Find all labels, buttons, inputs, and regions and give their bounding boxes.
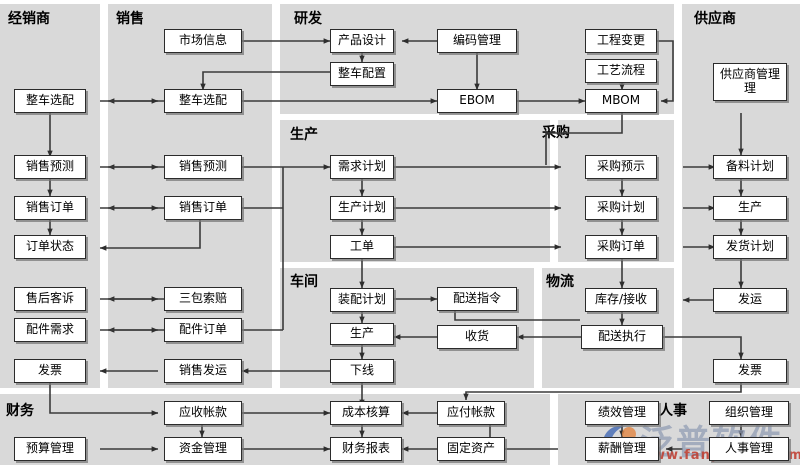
node-supplier-management[interactable]: 供应商管理理 (713, 63, 787, 101)
node-production-workshop[interactable]: 生产 (330, 323, 394, 345)
node-budget-management[interactable]: 预算管理 (14, 437, 86, 461)
node-engineering-change[interactable]: 工程变更 (585, 29, 657, 53)
node-market-info[interactable]: 市场信息 (164, 29, 242, 53)
node-cost-accounting[interactable]: 成本核算 (330, 401, 402, 425)
node-inventory-receiving[interactable]: 库存/接收 (585, 288, 657, 312)
node-vehicle-config-sales[interactable]: 整车选配 (164, 89, 242, 113)
lane-title-logistics: 物流 (546, 274, 574, 290)
node-fund-management[interactable]: 资金管理 (164, 437, 242, 461)
lane-title-purchase: 采购 (542, 125, 570, 141)
node-work-order[interactable]: 工单 (330, 235, 394, 259)
node-vehicle-configuration[interactable]: 整车配置 (330, 62, 394, 86)
node-invoice-supplier[interactable]: 发票 (713, 359, 787, 383)
node-accounts-payable[interactable]: 应付帐款 (437, 401, 505, 425)
node-demand-plan[interactable]: 需求计划 (330, 155, 394, 179)
node-material-prep-plan[interactable]: 备料计划 (713, 155, 787, 179)
node-parts-order[interactable]: 配件订单 (164, 318, 242, 342)
node-assembly-plan[interactable]: 装配计划 (330, 288, 394, 312)
node-production-plan[interactable]: 生产计划 (330, 196, 394, 220)
node-order-status[interactable]: 订单状态 (14, 235, 86, 259)
node-sales-forecast-sales[interactable]: 销售预测 (164, 155, 242, 179)
lane-title-rd: 研发 (294, 11, 322, 27)
node-goods-receipt[interactable]: 收货 (437, 325, 517, 349)
node-parts-demand[interactable]: 配件需求 (14, 318, 86, 342)
node-process-route[interactable]: 工艺流程 (585, 59, 657, 83)
node-sales-order-dealer[interactable]: 销售订单 (14, 196, 86, 220)
node-code-management[interactable]: 编码管理 (437, 29, 517, 53)
lane-title-finance: 财务 (6, 403, 34, 419)
lane-title-workshop: 车间 (290, 274, 318, 290)
node-delivery-execution[interactable]: 配送执行 (581, 325, 663, 349)
node-performance-management[interactable]: 绩效管理 (585, 401, 659, 425)
node-dispatch[interactable]: 发运 (713, 288, 787, 312)
lane-title-hr: 人事 (659, 403, 687, 419)
lane-title-dealer: 经销商 (8, 11, 50, 27)
node-purchase-forecast[interactable]: 采购预示 (585, 155, 657, 179)
node-delivery-instruction[interactable]: 配送指令 (437, 287, 517, 311)
node-org-management[interactable]: 组织管理 (709, 401, 789, 425)
lane-title-production: 生产 (290, 127, 318, 143)
node-after-sales-complaint[interactable]: 售后客诉 (14, 287, 86, 311)
node-fixed-assets[interactable]: 固定资产 (437, 437, 505, 461)
node-offline[interactable]: 下线 (330, 359, 394, 383)
node-sales-forecast-dealer[interactable]: 销售预测 (14, 155, 86, 179)
node-hr-management[interactable]: 人事管理 (709, 437, 789, 461)
node-purchase-order[interactable]: 采购订单 (585, 235, 657, 259)
lane-title-sales: 销售 (116, 11, 144, 27)
node-sales-shipment[interactable]: 销售发运 (164, 359, 242, 383)
lane-production (280, 120, 550, 262)
node-vehicle-config-dealer[interactable]: 整车选配 (14, 89, 86, 113)
lane-title-supplier: 供应商 (694, 11, 736, 27)
node-mbom[interactable]: MBOM (585, 89, 657, 113)
node-production-supplier[interactable]: 生产 (713, 196, 787, 220)
node-payroll-management[interactable]: 薪酬管理 (585, 437, 659, 461)
node-shipping-plan[interactable]: 发货计划 (713, 235, 787, 259)
node-invoice-dealer[interactable]: 发票 (14, 359, 86, 383)
node-warranty-claim[interactable]: 三包索赔 (164, 287, 242, 311)
node-sales-order-sales[interactable]: 销售订单 (164, 196, 242, 220)
node-purchase-plan[interactable]: 采购计划 (585, 196, 657, 220)
node-product-design[interactable]: 产品设计 (330, 29, 394, 53)
node-ebom[interactable]: EBOM (437, 89, 517, 113)
node-accounts-receivable[interactable]: 应收帐款 (164, 401, 242, 425)
node-financial-statement[interactable]: 财务报表 (330, 437, 402, 461)
